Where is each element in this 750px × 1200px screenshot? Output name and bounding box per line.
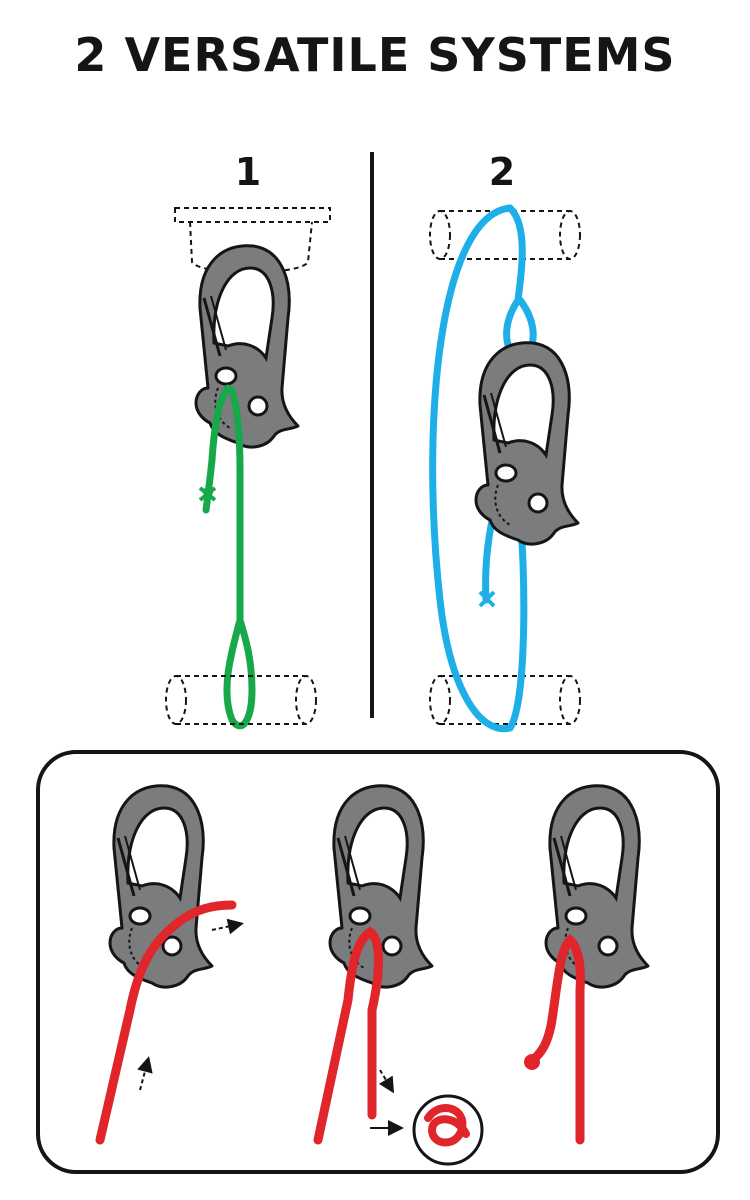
blue-rope [429, 204, 537, 733]
step-1-cleat [108, 784, 214, 989]
step-1 [95, 784, 244, 1145]
bottom-anchor-1 [165, 675, 317, 725]
step-2-rope [313, 926, 383, 1145]
step-2 [313, 784, 484, 1166]
system-1-label: 1 [234, 150, 262, 194]
pull-arrow [211, 918, 244, 935]
carabiner-cleat-2 [474, 341, 580, 546]
step-1-rope [95, 900, 237, 1145]
step-3-rope [525, 933, 585, 1145]
bottom-anchor-2 [429, 675, 581, 725]
page-title: 2 VERSATILE SYSTEMS [74, 28, 676, 82]
system-2-illustration [429, 204, 581, 733]
system-2-label: 2 [488, 150, 516, 194]
carabiner-cleat-1 [194, 244, 300, 449]
step-3-knot [524, 1054, 540, 1070]
top-anchor-2 [429, 210, 581, 260]
down-arrow [378, 1069, 395, 1094]
figure-eight-knot [424, 1104, 470, 1147]
system-1-illustration [165, 207, 331, 730]
step-3 [524, 784, 650, 1145]
feed-arrow [137, 1056, 153, 1091]
green-rope [198, 384, 256, 730]
